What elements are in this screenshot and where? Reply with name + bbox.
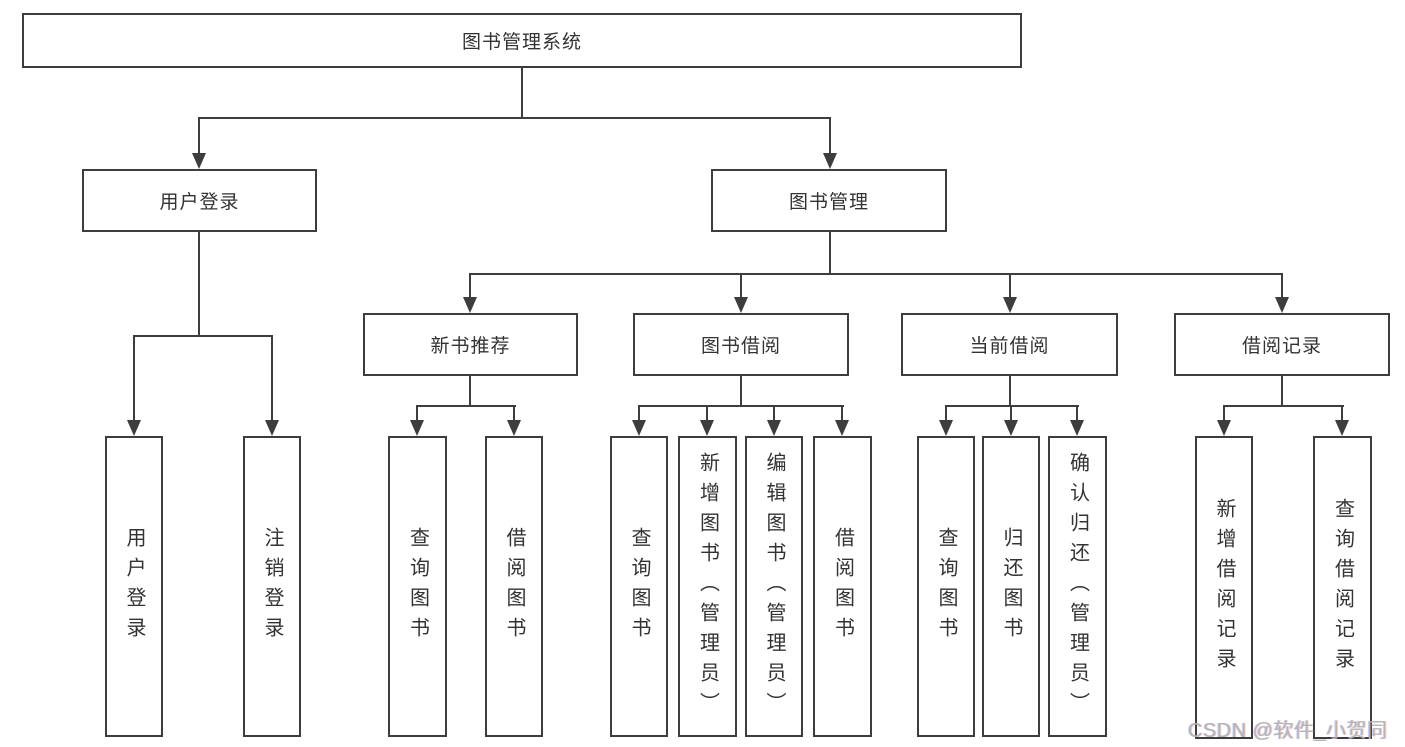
- node-current-borrow: 当前借阅: [901, 313, 1118, 376]
- arrowhead-bb-add: [700, 420, 714, 436]
- connector-newbook-bar: [416, 405, 516, 407]
- connector-to-borrow: [740, 273, 742, 299]
- connector-to-user-login: [198, 117, 200, 157]
- connector-to-new-book: [469, 273, 471, 299]
- arrowhead-records: [1275, 297, 1289, 313]
- leaf-nbr-borrow-books: 借阅图书: [485, 436, 543, 737]
- node-new-book-recommend: 新书推荐: [363, 313, 578, 376]
- arrowhead-leaf-logout: [265, 420, 279, 436]
- arrowhead-user-login: [192, 153, 206, 169]
- leaf-bb-query-books: 查询图书: [610, 436, 668, 737]
- connector-to-bb-add: [706, 405, 708, 422]
- leaf-user-login: 用户登录: [105, 436, 163, 737]
- connector-records-stem: [1281, 374, 1283, 407]
- arrowhead-br-query: [1335, 420, 1349, 436]
- leaf-cb-query-books: 查询图书: [917, 436, 975, 737]
- connector-to-current: [1009, 273, 1011, 299]
- connector-to-cb-query: [945, 405, 947, 422]
- connector-to-cb-return: [1010, 405, 1012, 422]
- connector-to-cb-confirm: [1076, 405, 1078, 422]
- leaf-br-add-record: 新增借阅记录: [1195, 436, 1253, 739]
- connector-current-stem: [1009, 374, 1011, 407]
- connector-userlogin-stem: [198, 230, 200, 337]
- connector-to-br-add: [1223, 405, 1225, 422]
- connector-to-br-query: [1341, 405, 1343, 422]
- connector-bookmgmt-bar: [469, 273, 1283, 275]
- arrowhead-book-mgmt: [823, 153, 837, 169]
- leaf-logout: 注销登录: [243, 436, 301, 737]
- connector-to-nbr-query: [416, 405, 418, 422]
- node-book-borrow: 图书借阅: [633, 313, 849, 376]
- connector-bookmgmt-stem: [829, 230, 831, 275]
- connector-root-stem: [521, 66, 523, 119]
- arrowhead-bb-query: [632, 420, 646, 436]
- connector-root-bar: [198, 117, 831, 119]
- connector-newbook-stem: [469, 374, 471, 407]
- arrowhead-br-add: [1217, 420, 1231, 436]
- connector-to-bb-edit: [773, 405, 775, 422]
- connector-to-leaf-login: [133, 335, 135, 421]
- arrowhead-cb-confirm: [1070, 420, 1084, 436]
- node-user-login: 用户登录: [82, 169, 317, 232]
- connector-borrow-stem: [740, 374, 742, 407]
- connector-to-nbr-borrow: [513, 405, 515, 422]
- connector-borrow-bar: [638, 405, 844, 407]
- connector-to-records: [1281, 273, 1283, 299]
- node-book-management: 图书管理: [711, 169, 947, 232]
- arrowhead-bb-edit: [767, 420, 781, 436]
- leaf-bb-add-books-admin: 新增图书（管理员）: [678, 436, 737, 737]
- connector-current-bar: [945, 405, 1079, 407]
- arrowhead-cb-query: [939, 420, 953, 436]
- arrowhead-bb-borrow: [835, 420, 849, 436]
- connector-to-book-mgmt: [829, 117, 831, 157]
- arrowhead-leaf-login: [127, 420, 141, 436]
- arrowhead-nbr-query: [410, 420, 424, 436]
- connector-records-bar: [1223, 405, 1344, 407]
- arrowhead-nbr-borrow: [507, 420, 521, 436]
- connector-to-leaf-logout: [271, 335, 273, 421]
- arrowhead-borrow: [734, 297, 748, 313]
- leaf-nbr-query-books: 查询图书: [388, 436, 447, 737]
- leaf-bb-borrow-books: 借阅图书: [813, 436, 872, 737]
- connector-to-bb-query: [638, 405, 640, 422]
- csdn-watermark: CSDN @软件_小贺同学: [1188, 720, 1388, 742]
- leaf-bb-edit-books-admin: 编辑图书（管理员）: [745, 436, 803, 737]
- node-borrow-records: 借阅记录: [1174, 313, 1390, 376]
- connector-to-bb-borrow: [841, 405, 843, 422]
- arrowhead-cb-return: [1004, 420, 1018, 436]
- arrowhead-new-book: [463, 297, 477, 313]
- arrowhead-current: [1003, 297, 1017, 313]
- leaf-cb-return-books: 归还图书: [982, 436, 1040, 737]
- leaf-br-query-record: 查询借阅记录: [1313, 436, 1372, 739]
- connector-userlogin-bar: [133, 335, 273, 337]
- node-root-library-system: 图书管理系统: [22, 13, 1022, 68]
- leaf-cb-confirm-return-admin: 确认归还（管理员）: [1048, 436, 1107, 737]
